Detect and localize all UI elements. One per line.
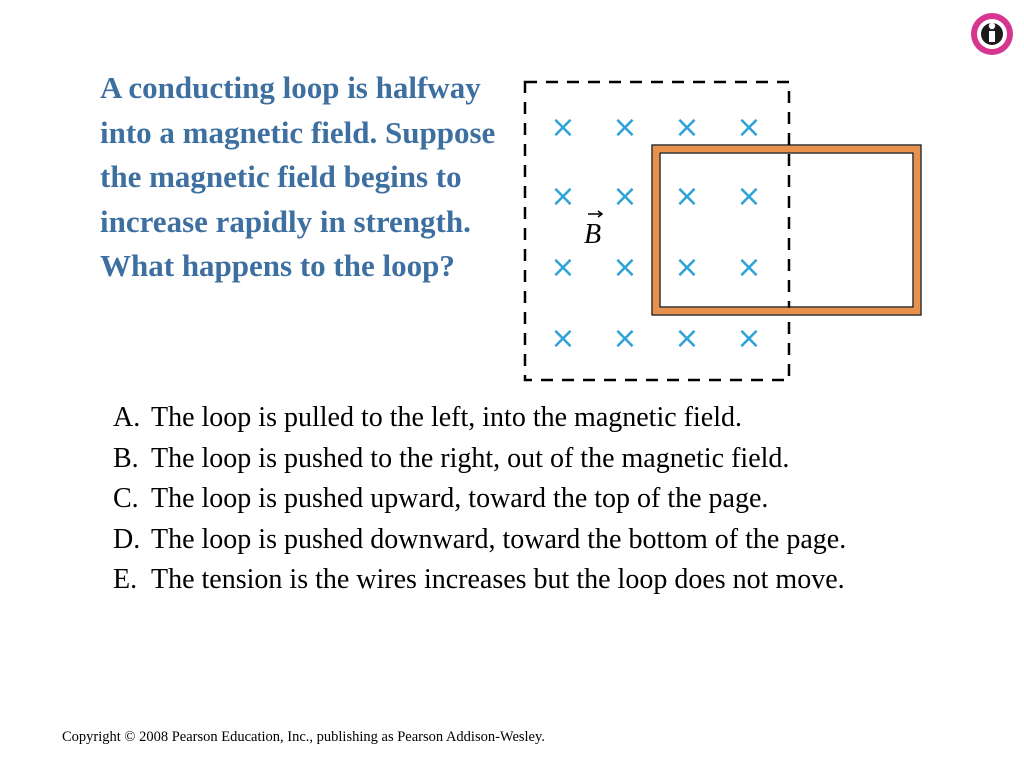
answer-letter: B. [113,442,139,474]
field-x-symbol: × [550,110,575,145]
field-x-symbol: × [674,110,699,145]
conducting-loop [652,145,921,315]
field-x-symbol: × [612,250,637,285]
answer-text: The loop is pushed downward, toward the … [151,523,847,555]
copyright-text: Copyright © 2008 Pearson Education, Inc.… [62,729,545,745]
field-label: B [584,219,601,250]
question-text: A conducting loop is halfway into a magn… [100,70,496,283]
answer-letter: D. [113,523,141,555]
answer-letter: A. [113,402,141,433]
field-into-page-symbols: × × × × × × × × × × × × × × × × [550,110,761,356]
field-x-symbol: × [550,321,575,356]
field-x-symbol: × [674,179,699,214]
info-logo-icon [966,8,1018,65]
field-x-symbol: × [674,321,699,356]
conducting-loop-outline [651,144,922,316]
answer-option: E. The tension is the wires increases but… [113,560,993,601]
field-x-symbol: × [736,179,761,214]
answer-letter: C. [113,483,139,514]
field-x-symbol: × [736,250,761,285]
answer-text: The tension is the wires increases but t… [151,564,845,595]
magnetic-field-diagram: × × × × × × × × × × × × × × × × B [523,80,922,382]
answer-list: A. The loop is pulled to the left, into t… [113,398,993,601]
field-region-border [523,80,791,382]
field-x-symbol: × [612,321,637,356]
answer-letter: E. [113,564,138,595]
answer-option: B. The loop is pushed to the right, out o… [113,439,993,480]
answer-text: The loop is pushed to the right, out of … [151,442,790,474]
field-vector-arrow [588,210,604,218]
answer-option: A. The loop is pulled to the left, into t… [113,398,993,439]
field-x-symbol: × [736,110,761,145]
field-x-symbol: × [674,250,699,285]
answer-text: The loop is pushed upward, toward the to… [151,483,769,514]
field-x-symbol: × [736,321,761,356]
field-x-symbol: × [612,179,637,214]
answer-text: The loop is pulled to the left, into the… [151,402,742,433]
answer-option: C. The loop is pushed upward, toward the … [113,479,993,520]
answer-option: D. The loop is pushed downward, toward th… [113,520,993,561]
field-x-symbol: × [612,110,637,145]
field-x-symbol: × [550,179,575,214]
field-x-symbol: × [550,250,575,285]
